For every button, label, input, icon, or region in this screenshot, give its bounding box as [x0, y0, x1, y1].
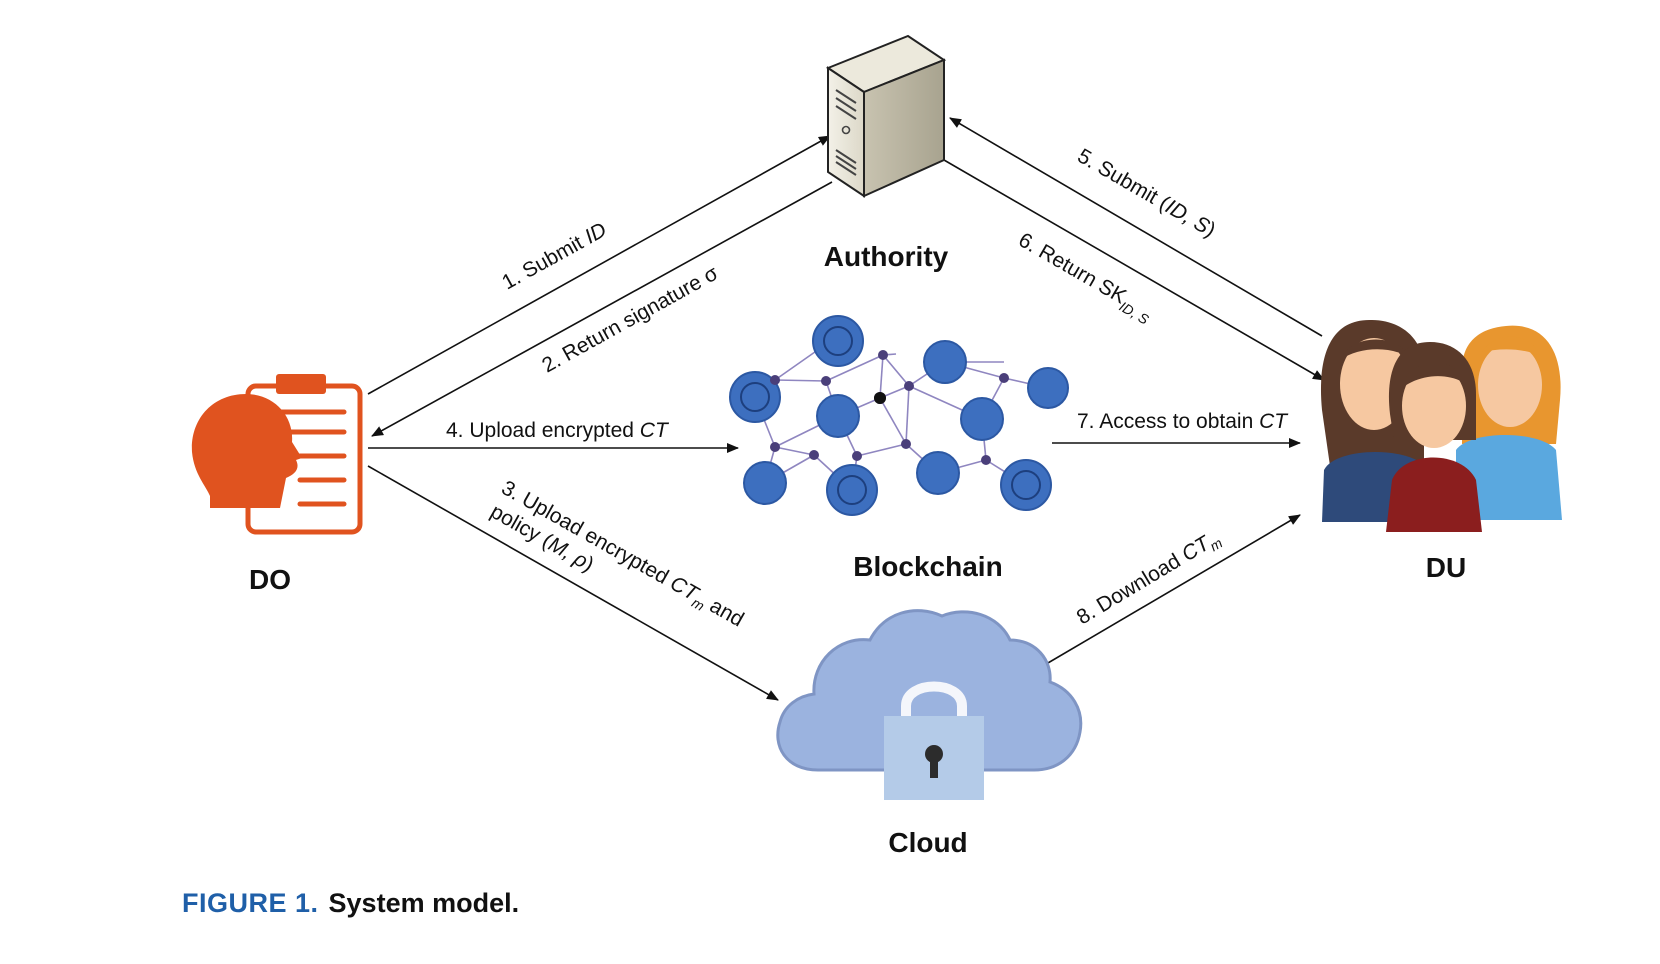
cloud-lock-icon — [776, 609, 1083, 800]
arrow-return-signature — [371, 181, 833, 437]
blockchain-network-icon — [729, 315, 1069, 516]
label-download-ctm: 8. Download CTm — [1073, 526, 1226, 632]
label-access-ct: 7. Access to obtain CT — [1077, 410, 1289, 433]
figure-number: FIGURE 1. — [182, 888, 319, 918]
figure-title: System model. — [328, 888, 520, 918]
document-user-icon — [191, 374, 363, 535]
arrow-submit-id-s — [949, 117, 1323, 337]
label-return-sk: 6. Return SKID, S — [1013, 228, 1158, 327]
arrow-return-sk — [943, 159, 1325, 381]
label-upload-ct: 4. Upload encrypted CT — [446, 419, 670, 442]
users-group-icon — [1320, 319, 1562, 532]
arrow-download-ctm — [1035, 514, 1301, 671]
arrows — [367, 117, 1325, 701]
label-submit-id: 1. Submit ID — [498, 218, 610, 294]
server-icon — [825, 34, 947, 198]
cloud-label: Cloud — [888, 827, 967, 858]
arrow-upload-ctm — [367, 465, 779, 701]
label-submit-id-s: 5. Submit (ID, S) — [1074, 144, 1220, 242]
blockchain-label: Blockchain — [853, 551, 1002, 582]
do-label: DO — [249, 564, 291, 595]
du-label: DU — [1426, 552, 1466, 583]
arrow-submit-id — [367, 135, 831, 395]
authority-label: Authority — [824, 241, 949, 272]
label-return-signature: 2. Return signature σ — [538, 262, 722, 378]
label-upload-ctm-policy: 3. Upload encrypted CTm andpolicy (M, ρ) — [485, 476, 748, 654]
figure-caption: FIGURE 1. System model. — [182, 888, 519, 919]
